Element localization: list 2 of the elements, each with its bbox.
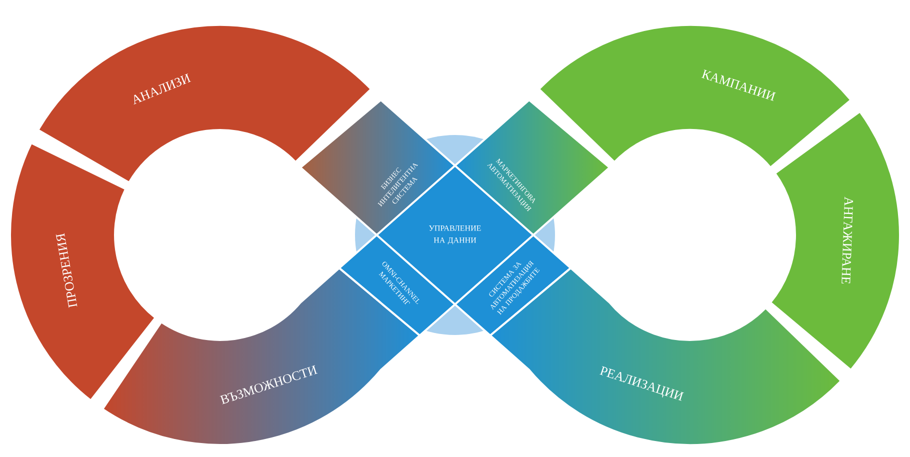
loop-segment: АНГАЖИРАНЕ [769, 110, 901, 371]
loop-segment: ПРОЗРЕНИЯ [9, 142, 156, 402]
